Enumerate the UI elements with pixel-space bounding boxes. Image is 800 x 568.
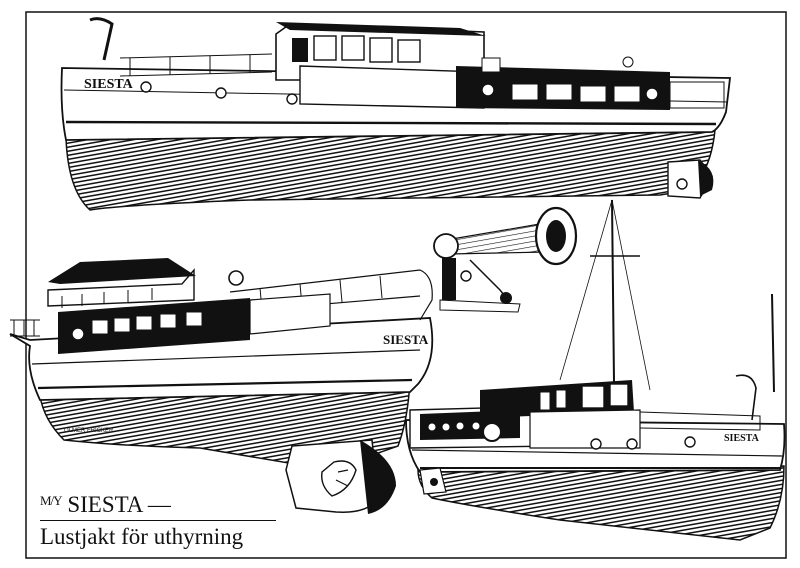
caption-title-text: SIESTA —	[67, 492, 171, 517]
caption-subtitle: Lustjakt för uthyrning	[40, 524, 244, 549]
top-boat-drawing: SIESTA	[60, 17, 732, 211]
top-boat-name: SIESTA	[84, 77, 134, 92]
picture-frame	[25, 11, 787, 559]
left-boat-name: SIESTA	[383, 332, 429, 347]
left-boat-drawing: SIESTA OLMER FRICKER	[9, 258, 434, 514]
artist-signature: OLMER FRICKER	[64, 428, 114, 434]
caption-rule	[40, 520, 276, 521]
right-boat-name: SIESTA	[724, 433, 760, 444]
caption-title: M/Y SIESTA —	[40, 488, 290, 518]
caption-vessel-mark: M/Y	[40, 493, 63, 508]
right-boat-drawing: SIESTA	[405, 199, 786, 541]
caption-block: M/Y SIESTA — Lustjakt för uthyrning	[40, 488, 290, 550]
horn-detail-drawing	[433, 206, 578, 313]
